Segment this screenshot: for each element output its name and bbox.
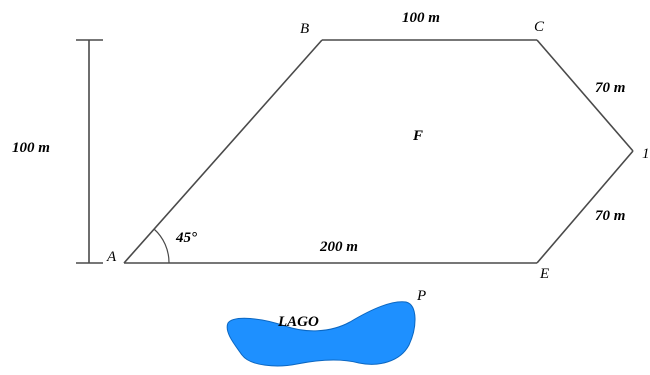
height-label: 100 m xyxy=(12,140,50,156)
angle-arc xyxy=(153,228,170,264)
vertex-c-label: C xyxy=(534,19,545,35)
side-de-label: 70 m xyxy=(595,208,625,224)
angle-label: 45° xyxy=(175,230,197,246)
edge-ab xyxy=(123,39,323,264)
side-bc-label: 100 m xyxy=(402,10,440,26)
region-label: F xyxy=(412,128,423,144)
vertex-p-label: P xyxy=(416,288,426,304)
vertex-b-label: B xyxy=(300,21,309,37)
vertex-d-label: 1 xyxy=(642,146,650,162)
lake-shape xyxy=(226,301,416,367)
side-cd-label: 70 m xyxy=(595,80,625,96)
edge-de xyxy=(536,150,634,264)
vertex-a-label: A xyxy=(106,249,117,265)
vertex-e-label: E xyxy=(539,266,549,282)
edge-cd xyxy=(536,39,634,152)
side-ae-label: 200 m xyxy=(319,239,358,255)
lake-label: LAGO xyxy=(277,314,319,330)
height-scale: 100 m xyxy=(12,39,103,264)
plot-outline xyxy=(123,39,634,264)
